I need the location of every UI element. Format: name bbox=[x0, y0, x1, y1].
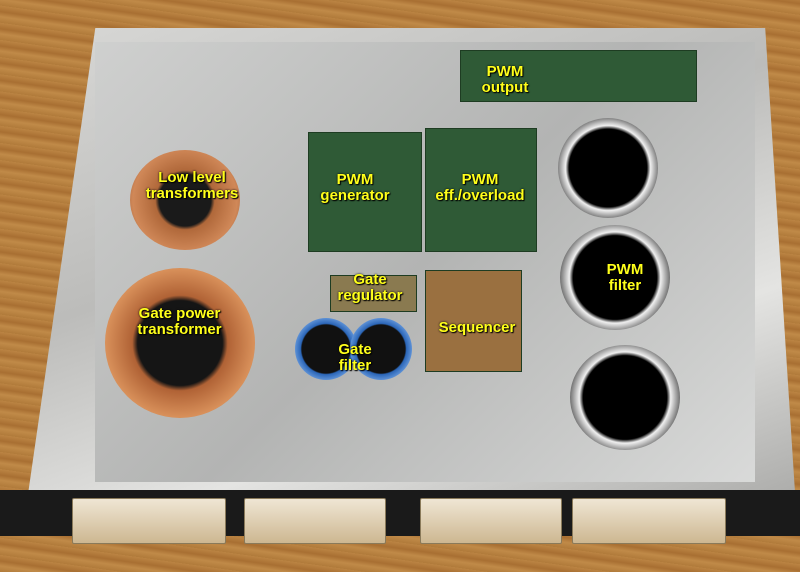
pwm-filter-inductor bbox=[570, 345, 680, 450]
gate-power-transformer bbox=[105, 268, 255, 418]
label-sequencer: Sequencer bbox=[438, 319, 516, 336]
pwm-eff-board bbox=[425, 128, 537, 252]
pwm-filter-inductor bbox=[558, 118, 658, 218]
pwm-generator-board bbox=[308, 132, 422, 252]
meter bbox=[244, 498, 386, 544]
meter bbox=[572, 498, 726, 544]
gate-filter-capacitor bbox=[295, 318, 357, 380]
pwm-filter-inductor bbox=[560, 225, 670, 330]
sequencer-board bbox=[425, 270, 522, 372]
gate-regulator-board bbox=[330, 275, 417, 312]
gate-filter-capacitor bbox=[350, 318, 412, 380]
pwm-output-board bbox=[460, 50, 697, 102]
low-level-transformer bbox=[130, 150, 240, 250]
meter bbox=[420, 498, 562, 544]
meter bbox=[72, 498, 226, 544]
